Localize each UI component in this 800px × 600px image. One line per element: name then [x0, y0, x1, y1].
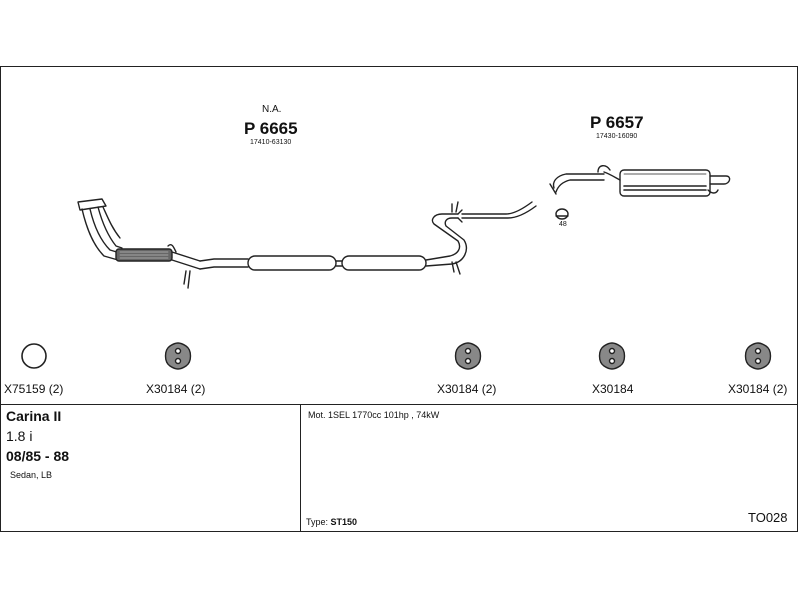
clamp-icon: [555, 208, 569, 220]
fitting-code: X30184 (2): [728, 382, 788, 396]
rear-silencer-p6657: [549, 165, 731, 197]
clamp-size-label: 48: [559, 221, 567, 228]
table-divider: [0, 404, 798, 405]
vehicle-body: Sedan, LB: [10, 470, 53, 480]
diagram-code: TO028: [748, 510, 788, 525]
part-1-oem: 17410-63130: [250, 139, 292, 146]
rubber-hanger-icon: [164, 342, 192, 370]
fitting-code: X30184 (2): [146, 382, 206, 396]
fitting-code: X30184: [592, 382, 634, 396]
type-value: ST150: [330, 517, 358, 527]
fitting-code: X30184 (2): [437, 382, 497, 396]
vehicle-years: 08/85 - 88: [6, 448, 70, 464]
table-column-divider: [300, 404, 301, 532]
rubber-hanger-icon: [598, 342, 626, 370]
front-downpipe: [77, 198, 123, 261]
diagram-frame: [0, 66, 798, 532]
rubber-hanger-icon: [454, 342, 482, 370]
middle-pipe-p6665: [183, 201, 537, 289]
vehicle-engine-size: 1.8 i: [6, 428, 33, 444]
type-row: Type: ST150: [306, 517, 357, 527]
motor-spec: Mot. 1SEL 1770cc 101hp , 74kW: [308, 410, 440, 420]
part-2-oem: 17430-16090: [596, 133, 638, 140]
exhaust-diagram: [21, 165, 772, 370]
rubber-hanger-icon: [744, 342, 772, 370]
rubber-ring-icon: [21, 343, 47, 369]
part-2-number: P 6657: [590, 113, 644, 132]
flex-pipe: [115, 244, 201, 270]
fitting-code: X75159 (2): [4, 382, 64, 396]
part-1-number: P 6665: [244, 119, 298, 138]
type-label: Type:: [306, 517, 329, 527]
part-1-na-label: N.A.: [262, 104, 282, 115]
vehicle-model: Carina II: [6, 408, 62, 424]
